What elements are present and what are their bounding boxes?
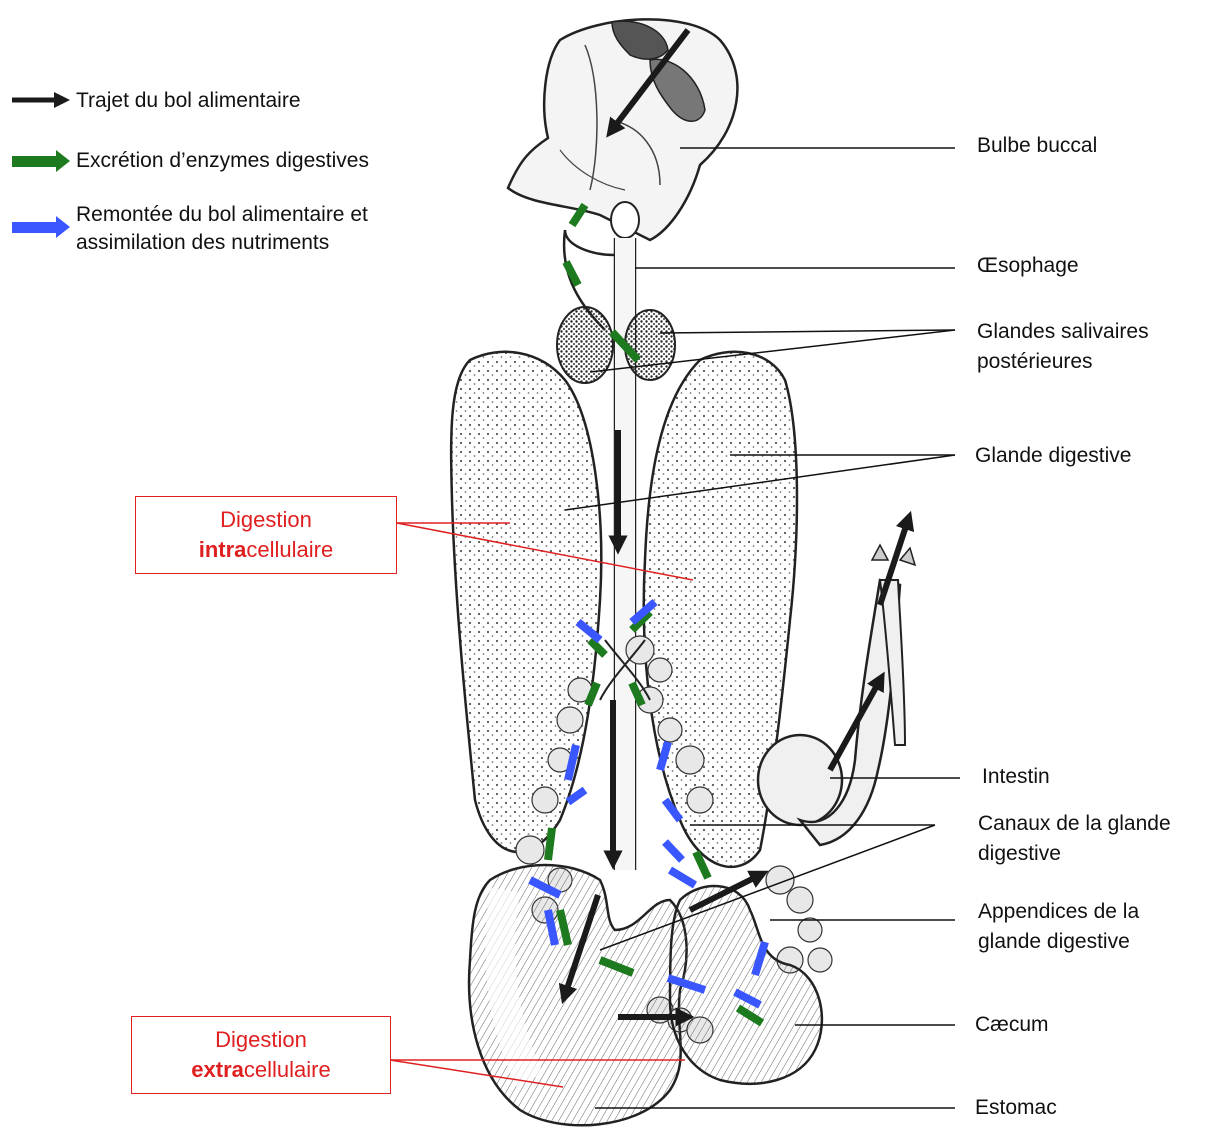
intra-box-line1: Digestion bbox=[136, 505, 396, 535]
legend-icons bbox=[12, 100, 70, 238]
salivary-gland-left bbox=[557, 307, 613, 383]
extra-box-rest: cellulaire bbox=[244, 1057, 331, 1082]
label-canaux-1: Canaux de la glande bbox=[978, 810, 1171, 838]
extra-box-line1: Digestion bbox=[132, 1025, 390, 1055]
label-intestin: Intestin bbox=[982, 763, 1050, 791]
intracellular-digestion-box: Digestion intracellulaire bbox=[135, 496, 397, 574]
label-glandes-salivaires-1: Glandes salivaires bbox=[977, 318, 1149, 346]
label-glandes-salivaires-2: postérieures bbox=[977, 348, 1093, 376]
label-oesophage: Œsophage bbox=[977, 252, 1079, 280]
digestive-gland-left-lobe bbox=[451, 352, 601, 852]
label-appendices-1: Appendices de la bbox=[978, 898, 1139, 926]
intra-box-rest: cellulaire bbox=[246, 537, 333, 562]
buccal-bulb-drawing bbox=[508, 19, 737, 240]
label-bulbe-buccal: Bulbe buccal bbox=[977, 132, 1097, 160]
extracellular-digestion-box: Digestion extracellulaire bbox=[131, 1016, 391, 1094]
legend-ascent-line1: Remontée du bol alimentaire et bbox=[76, 202, 368, 228]
legend-ascent-line2: assimilation des nutriments bbox=[76, 230, 329, 256]
label-caecum: Cæcum bbox=[975, 1011, 1049, 1039]
label-glande-digestive: Glande digestive bbox=[975, 442, 1131, 470]
label-estomac: Estomac bbox=[975, 1094, 1057, 1122]
salivary-gland-right bbox=[625, 310, 675, 380]
legend-enzymes-label: Excrétion d’enzymes digestives bbox=[76, 148, 369, 174]
extra-box-line2: extracellulaire bbox=[132, 1055, 390, 1085]
label-canaux-2: digestive bbox=[978, 840, 1061, 868]
label-appendices-2: glande digestive bbox=[978, 928, 1130, 956]
intra-box-line2: intracellulaire bbox=[136, 535, 396, 565]
legend-path-label: Trajet du bol alimentaire bbox=[76, 88, 301, 114]
extra-box-bold: extra bbox=[191, 1057, 244, 1082]
intra-box-bold: intra bbox=[199, 537, 247, 562]
